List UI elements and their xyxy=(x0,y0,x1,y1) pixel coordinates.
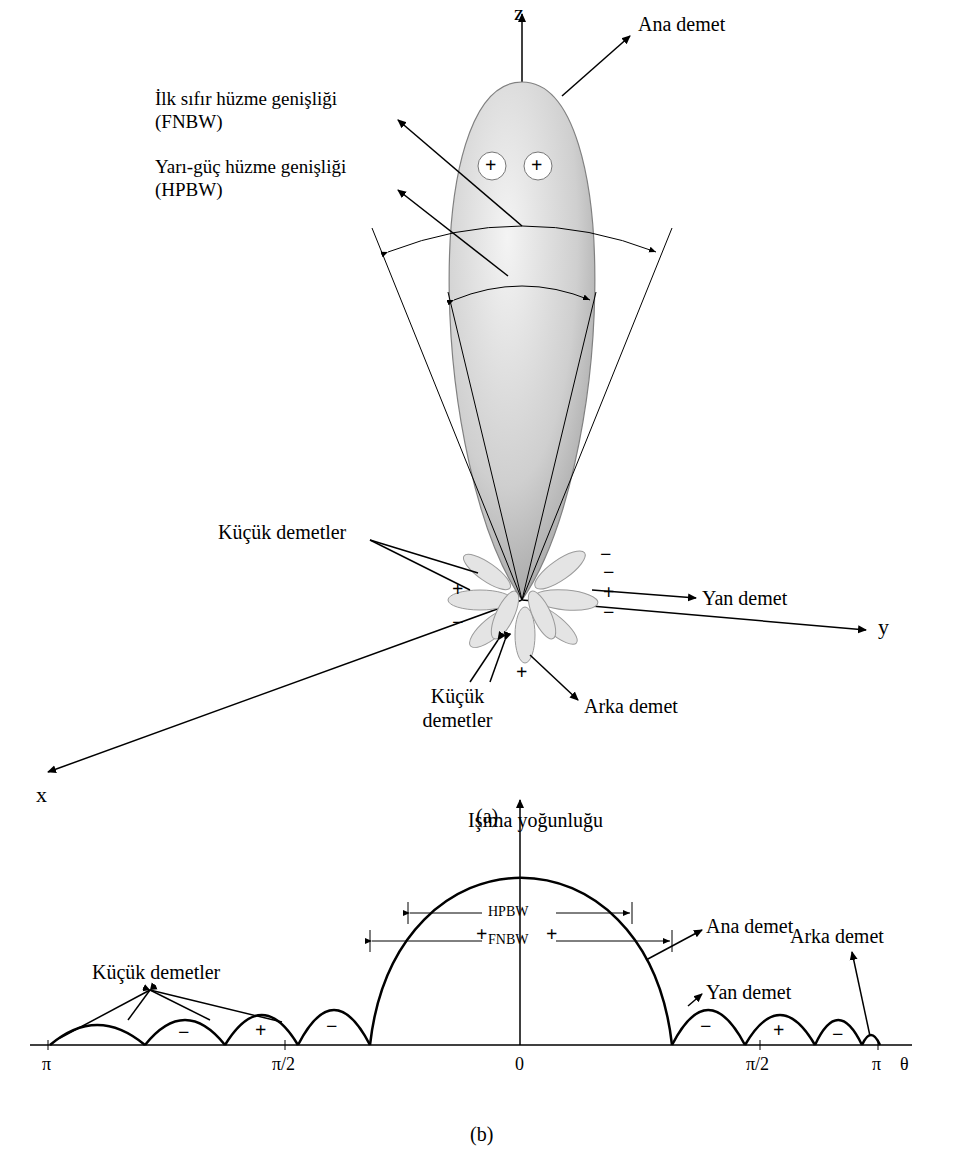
lobe-label: Ana demet xyxy=(638,12,725,36)
lobe-label: Yan demet xyxy=(706,980,791,1004)
x-axis xyxy=(48,600,522,772)
sign: − xyxy=(326,1014,337,1038)
axis-label: z xyxy=(514,0,524,26)
sign-circle xyxy=(478,152,506,180)
lobe-label: Küçük demetler xyxy=(218,520,346,544)
lobe-label: Yan demet xyxy=(702,586,787,610)
intensity-axis xyxy=(519,800,521,1045)
sign: − xyxy=(178,1020,189,1044)
theta-axis xyxy=(30,1044,912,1046)
beamwidth-lines xyxy=(372,226,672,600)
sign: + xyxy=(476,922,487,946)
lobe-label: Küçük demetler xyxy=(410,684,505,732)
sign: − xyxy=(700,1014,711,1038)
pattern-curve xyxy=(50,878,880,1045)
tick-label: π xyxy=(872,1054,881,1076)
axis-label: y xyxy=(878,614,889,640)
sign: − xyxy=(832,1022,843,1046)
beamwidth-label: HPBW xyxy=(488,904,528,921)
sign: + xyxy=(516,660,527,684)
sign: + xyxy=(485,153,496,177)
beamwidth-label: Yarı-güç hüzme genişliği (HPBW) xyxy=(155,156,400,202)
axis-label: x xyxy=(36,782,47,808)
panel-label: (b) xyxy=(470,1122,493,1146)
lobe-label: Ana demet xyxy=(706,914,793,938)
tick-label: π/2 xyxy=(746,1054,769,1076)
tick-label: 0 xyxy=(515,1054,524,1076)
lobe-label: Küçük demetler xyxy=(92,960,220,984)
tick-label: π/2 xyxy=(272,1054,295,1076)
sign: − xyxy=(452,610,463,634)
sign: − xyxy=(603,560,614,584)
lobe-label: Arka demet xyxy=(790,924,884,948)
beamwidth-label: FNBW xyxy=(488,932,528,949)
lobe-label: Arka demet xyxy=(584,694,678,718)
sign: + xyxy=(546,922,557,946)
sign: + xyxy=(603,580,614,604)
axis-label: θ xyxy=(900,1054,909,1076)
sign-circle xyxy=(524,152,552,180)
main-lobe xyxy=(449,82,595,600)
tick-label: π xyxy=(42,1054,51,1076)
beamwidth-markers xyxy=(370,902,672,952)
sign: + xyxy=(452,577,463,601)
ticks xyxy=(48,1040,878,1050)
sign: + xyxy=(531,153,542,177)
leader-lines xyxy=(370,36,696,700)
beamwidth-label: İlk sıfır hüzme genişliği (FNBW) xyxy=(155,88,400,134)
axis-label: Işıma yoğunluğu xyxy=(468,808,603,832)
sign: − xyxy=(603,600,614,624)
sign: + xyxy=(773,1018,784,1042)
sign: + xyxy=(255,1018,266,1042)
